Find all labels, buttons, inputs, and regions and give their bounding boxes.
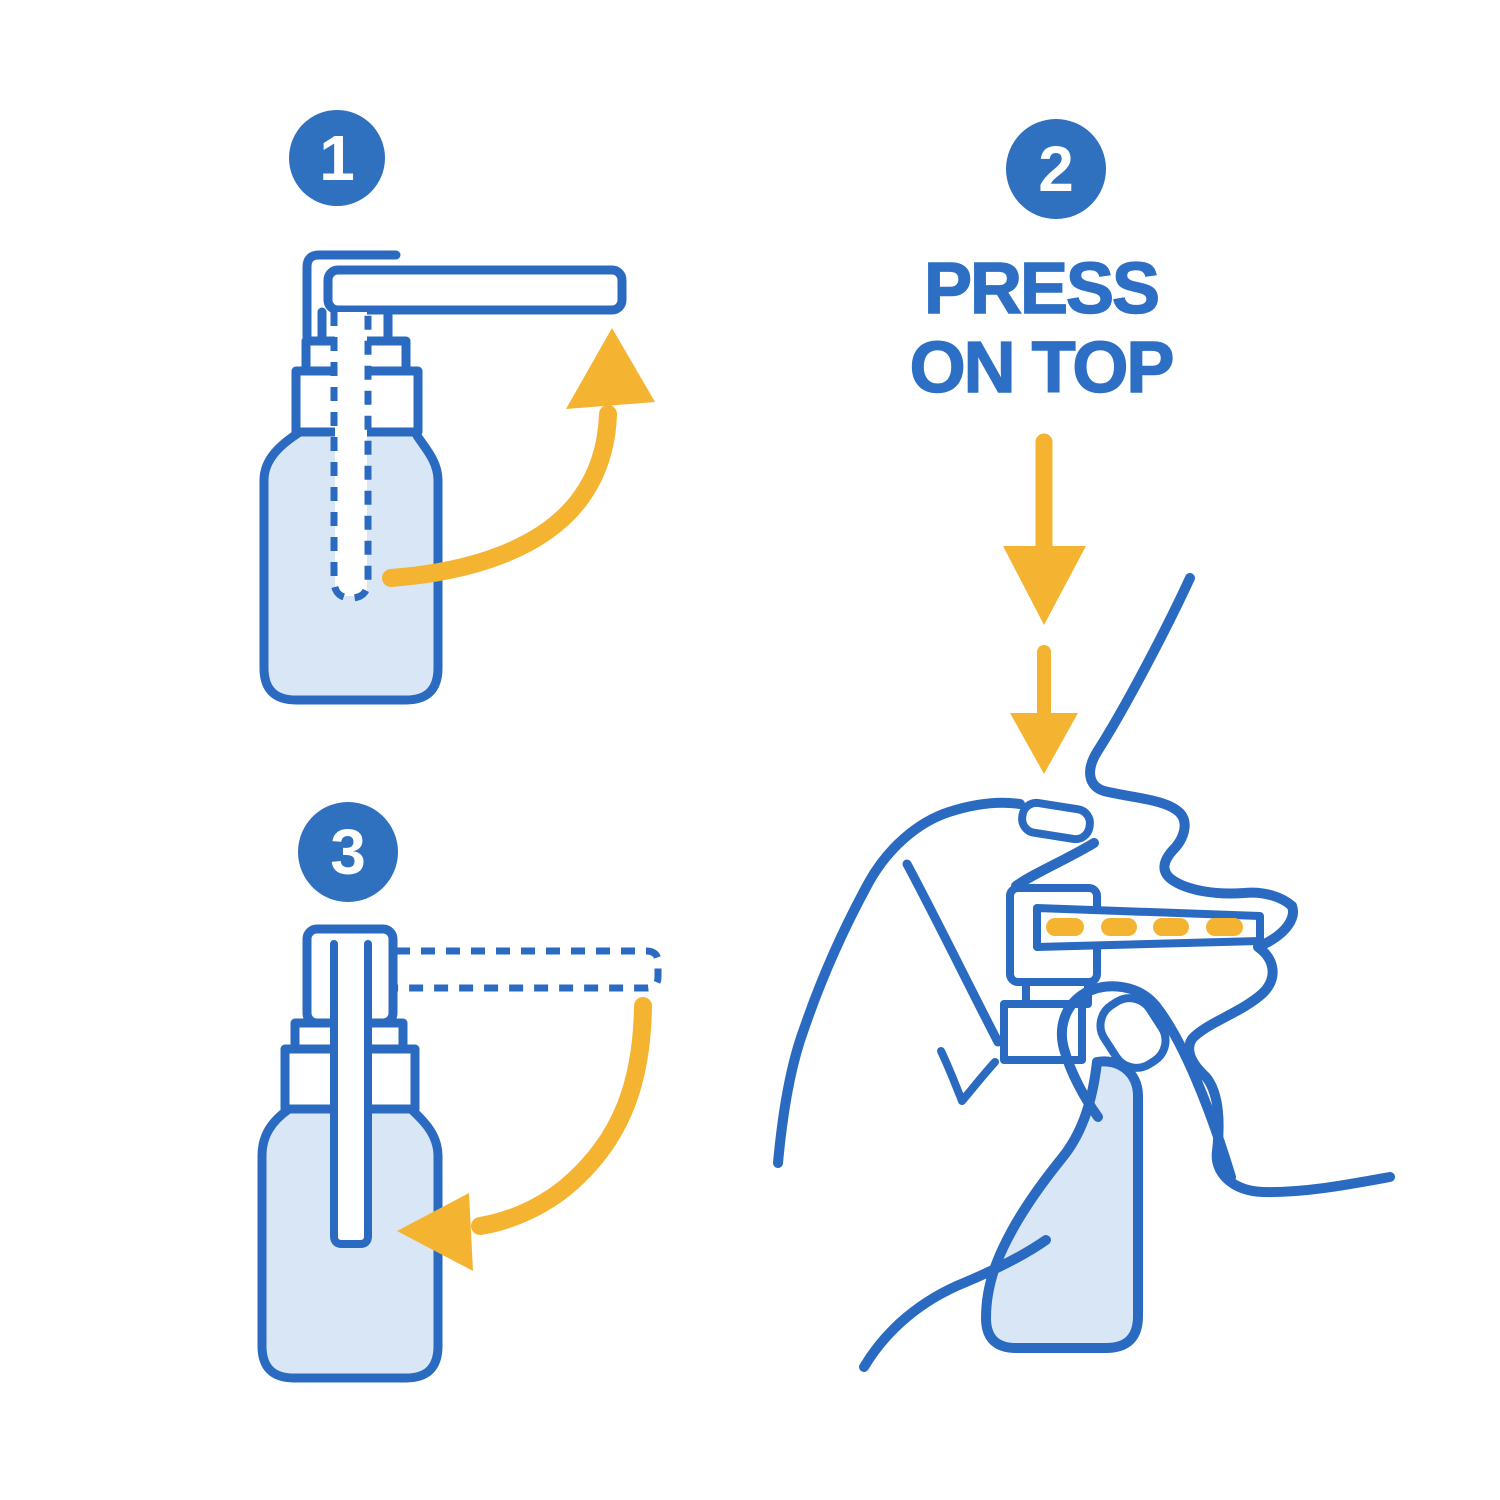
step-2-number: 2 xyxy=(1038,133,1074,205)
step-1-number: 1 xyxy=(319,122,355,194)
hand-back-and-index-finger-outline xyxy=(773,797,1025,1168)
press-on-top-line1: PRESS xyxy=(923,249,1161,330)
thumbnail xyxy=(1096,994,1170,1072)
step-1-badge: 1 xyxy=(289,110,385,206)
step2-illustration xyxy=(773,433,1395,1372)
press-down-arrow-small-head-icon xyxy=(1010,713,1078,774)
step-3-badge: 3 xyxy=(298,802,398,902)
index-finger-underside xyxy=(1011,838,1099,891)
rotate-down-arrow-shaft-icon xyxy=(471,997,652,1235)
step1-nozzle-arm xyxy=(323,265,627,315)
step3-illustration xyxy=(257,924,662,1383)
step-2-badge: 2 xyxy=(1006,119,1106,219)
step1-dip-tube-body xyxy=(335,312,367,596)
step-3-number: 3 xyxy=(330,816,366,888)
step3-dip-tube xyxy=(330,940,372,1248)
thumb-left-edge xyxy=(1056,988,1103,1122)
rotate-up-arrowhead-icon xyxy=(566,328,655,409)
hand-bottom-edge xyxy=(859,1235,1051,1372)
press-down-arrow-large-head-icon xyxy=(1003,546,1086,625)
finger-crease-lines xyxy=(937,1047,999,1105)
press-on-top-label: PRESS ON TOP xyxy=(841,249,1241,409)
step2-bottle-in-hand xyxy=(981,1056,1143,1353)
thumb-right-edge xyxy=(1080,981,1236,1182)
spray-dashes-icon xyxy=(1046,918,1243,936)
step1-illustration xyxy=(259,250,655,705)
step1-pump-elbow xyxy=(302,250,401,351)
step1-pump-stem xyxy=(317,307,393,346)
rotate-down-arrowhead-icon xyxy=(397,1193,473,1271)
rotate-up-arrow-shaft-icon xyxy=(382,405,617,587)
press-on-top-line2: ON TOP xyxy=(909,328,1175,409)
index-fingernail xyxy=(1018,798,1094,844)
step3-arm-previous-position-dashed xyxy=(396,947,662,992)
palm-inner-line xyxy=(902,859,1003,1047)
